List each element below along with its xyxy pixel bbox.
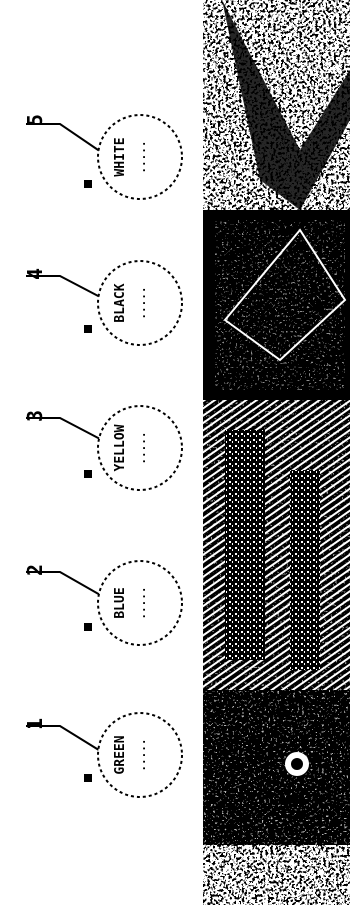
callout-number-2: 2 xyxy=(23,564,47,576)
callout-line1-5: WHITE xyxy=(113,137,128,176)
callout-number-4: 4 xyxy=(23,268,47,280)
callout-1: 1 GREEN ····· xyxy=(23,712,183,798)
callout-line1-1: GREEN xyxy=(113,735,128,774)
callout-line2-1: ····· xyxy=(138,738,151,771)
callout-line2-3: ····· xyxy=(138,431,151,464)
callout-bubble-1 xyxy=(97,712,183,798)
callout-number-3: 3 xyxy=(23,410,47,422)
callout-number-1: 1 xyxy=(23,718,47,730)
callout-bubble-4 xyxy=(97,260,183,346)
callout-bubble-5 xyxy=(97,114,183,200)
callout-line1-3: YELLOW xyxy=(113,424,128,471)
callout-line2-2: ····· xyxy=(138,586,151,619)
callout-line1-4: BLACK xyxy=(113,283,128,322)
callout-bubble-3 xyxy=(97,405,183,491)
callout-2: 2 BLUE ····· xyxy=(23,560,183,646)
callout-line2-5: ····· xyxy=(138,140,151,173)
callout-bubble-2 xyxy=(97,560,183,646)
callout-5: 5 WHITE ····· xyxy=(23,114,183,200)
callout-3: 3 YELLOW ····· xyxy=(23,405,183,491)
dithered-photo-strip xyxy=(203,0,350,905)
callout-line1-2: BLUE xyxy=(113,587,128,618)
callout-number-5: 5 xyxy=(23,114,47,126)
callout-line2-4: ····· xyxy=(138,286,151,319)
callout-4: 4 BLACK ····· xyxy=(23,260,183,346)
